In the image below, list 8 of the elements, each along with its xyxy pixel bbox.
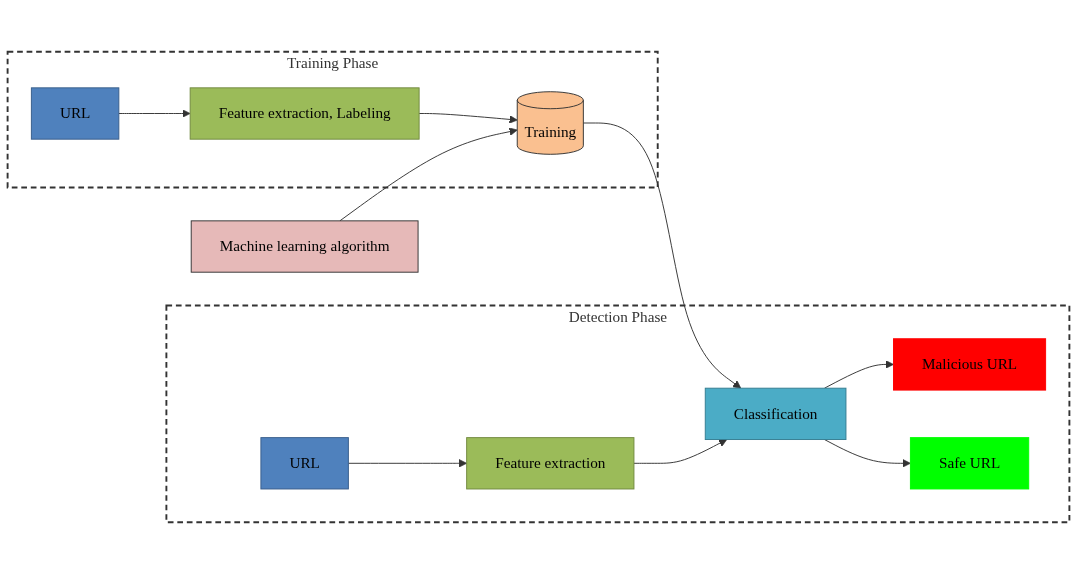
node-box: URL	[260, 437, 349, 490]
node-box: Feature extraction	[466, 437, 635, 490]
node-box: Machine learning algorithm	[190, 220, 419, 273]
node-box: Feature extraction, Labeling	[189, 87, 420, 140]
node-box: Malicious URL	[893, 338, 1047, 391]
node-box: Safe URL	[909, 437, 1030, 490]
node-box: Classification	[704, 387, 847, 440]
node-box: URL	[30, 87, 120, 140]
